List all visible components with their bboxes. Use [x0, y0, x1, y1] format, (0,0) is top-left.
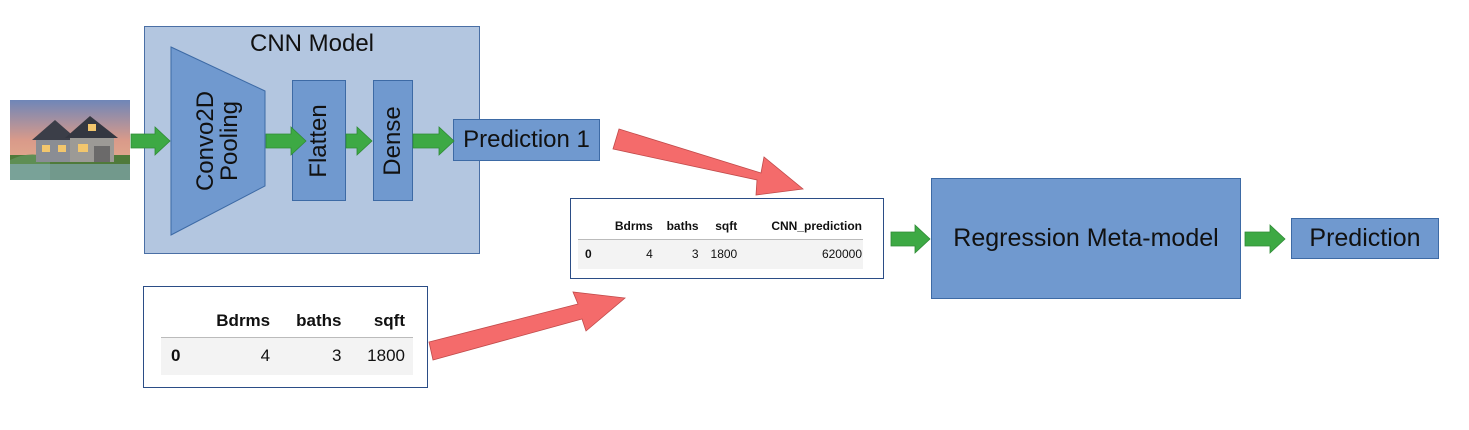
prediction-1-label: Prediction 1 — [463, 126, 590, 153]
combined-table: Bdrms baths sqft CNN_prediction 0 4 3 18… — [578, 213, 863, 269]
green-arrow-meta-model-to-prediction — [1244, 224, 1286, 254]
dense-block: Dense — [373, 80, 413, 201]
green-arrow-table-to-meta-model — [890, 224, 931, 254]
final-prediction-label: Prediction — [1309, 224, 1421, 252]
green-arrow-flatten-to-dense — [345, 126, 373, 156]
final-prediction-box: Prediction — [1291, 218, 1439, 259]
input-table-cell-sqft: 1800 — [367, 346, 405, 366]
combined-table-cell-cnn-prediction: 620000 — [821, 247, 862, 262]
combined-table-frame: Bdrms baths sqft CNN_prediction 0 4 3 18… — [570, 198, 884, 279]
combined-table-header-baths: baths — [666, 218, 699, 233]
input-table-header-sqft: sqft — [373, 310, 405, 330]
input-table-cell-index: 0 — [171, 346, 181, 366]
combined-table-cell-baths: 3 — [691, 247, 699, 262]
input-table-header-bdrms: Bdrms — [216, 310, 271, 330]
regression-meta-model-box: Regression Meta-model — [931, 178, 1241, 299]
red-arrow-input-table-to-table — [428, 291, 626, 361]
cnn-model-title: CNN Model — [249, 30, 375, 57]
convolution-pooling-block — [170, 46, 266, 236]
input-table-frame: Bdrms baths sqft 0 4 3 1800 — [143, 286, 428, 388]
combined-table-cell-bdrms: 4 — [646, 247, 653, 262]
regression-meta-model-label: Regression Meta-model — [953, 224, 1219, 252]
input-table-cell-baths: 3 — [331, 346, 342, 366]
red-arrow-prediction-1-to-table — [612, 128, 804, 196]
prediction-1-box: Prediction 1 — [453, 119, 600, 161]
input-table: Bdrms baths sqft 0 4 3 1800 — [161, 305, 413, 375]
green-arrow-dense-to-prediction-1 — [412, 126, 455, 156]
combined-table-cell-sqft: 1800 — [710, 247, 738, 262]
input-table-header-baths: baths — [296, 310, 342, 330]
green-arrow-conv-to-flatten — [265, 126, 307, 156]
green-arrow-image-to-conv — [130, 126, 171, 156]
input-table-cell-bdrms: 4 — [260, 346, 271, 366]
house-image — [10, 100, 130, 180]
combined-table-header-cnn-prediction: CNN_prediction — [771, 218, 862, 233]
combined-table-header-sqft: sqft — [715, 218, 738, 233]
combined-table-cell-index: 0 — [585, 247, 592, 262]
combined-table-header-bdrms: Bdrms — [614, 218, 653, 233]
